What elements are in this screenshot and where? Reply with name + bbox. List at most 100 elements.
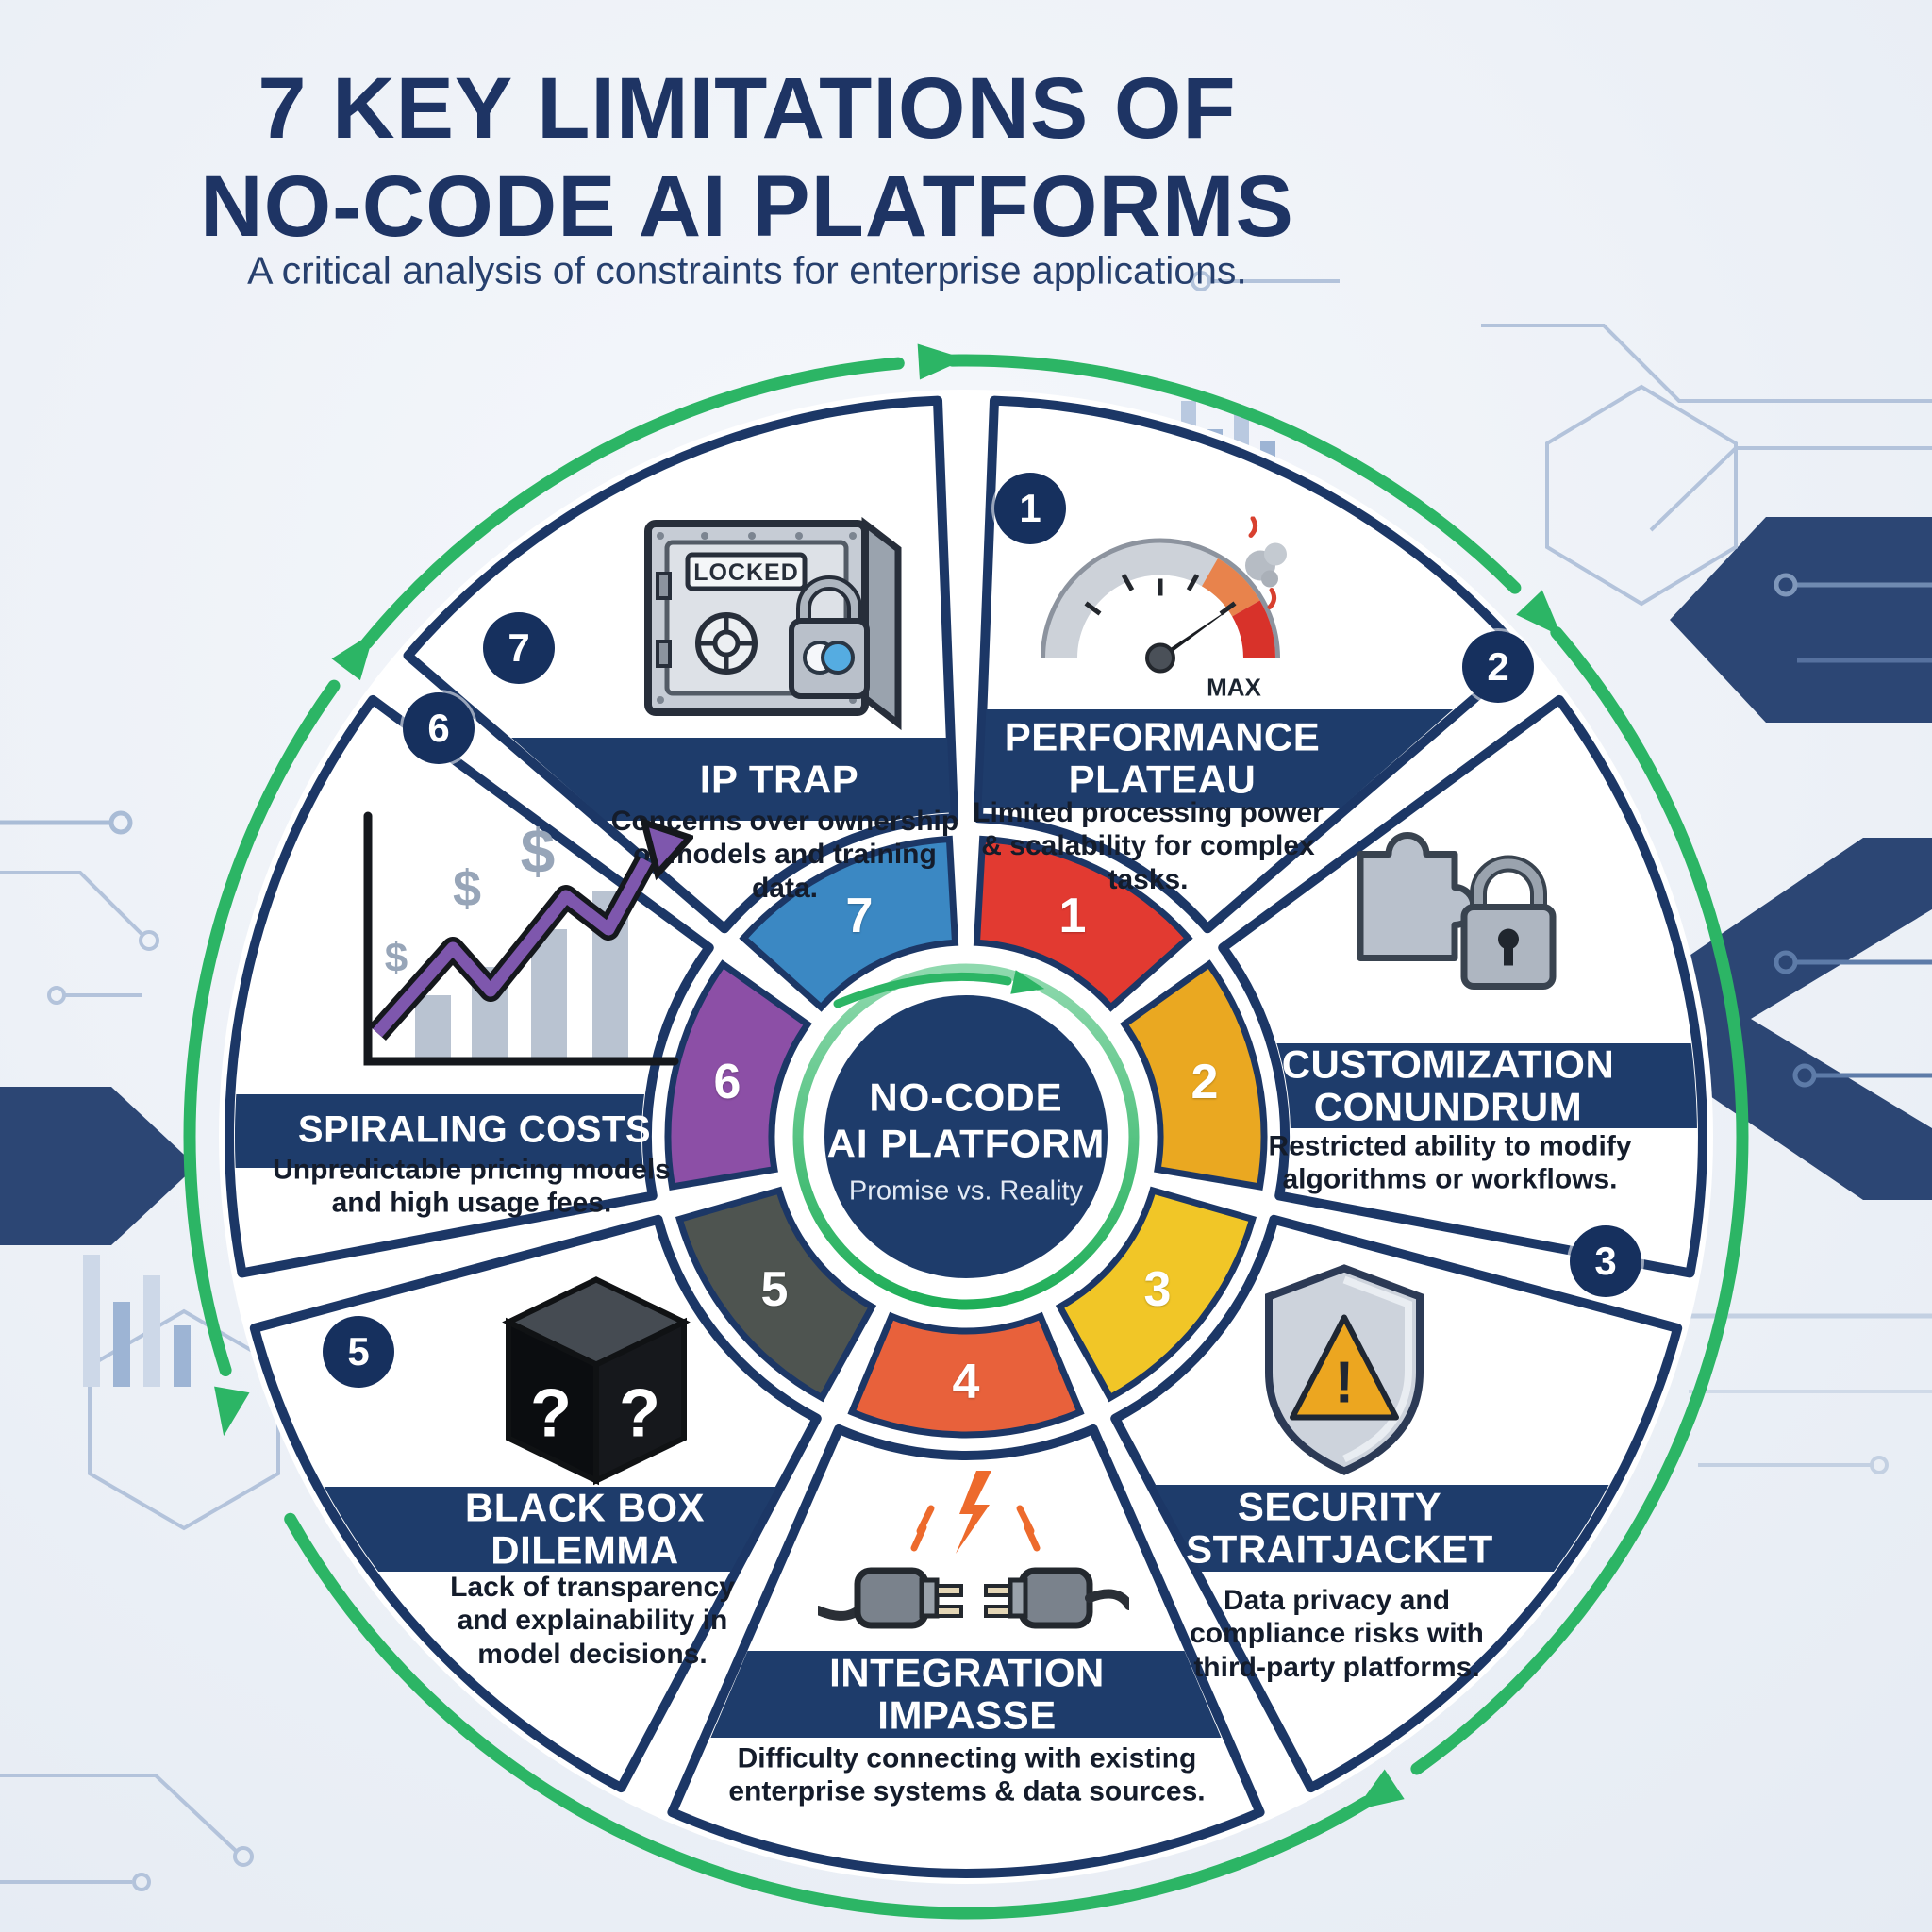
circuit-node <box>233 1846 254 1867</box>
circuit-trace <box>0 1774 238 1853</box>
ring-arc-6 <box>664 959 812 1191</box>
ring-arc-2 <box>1120 959 1268 1191</box>
dollar-sign: $ <box>385 935 408 981</box>
flow-arc <box>946 354 1522 594</box>
navy-arrow-right <box>1596 838 1932 1200</box>
segment-2-badge: 2 <box>1462 631 1534 703</box>
page-title-line1: 7 KEY LIMITATIONS OF <box>258 60 1237 158</box>
ring-arc-5 <box>675 1186 877 1403</box>
segment-1-description: Limited processing power & scalability f… <box>973 796 1324 895</box>
flow-arrowhead <box>331 631 375 681</box>
segment-5-description: Lack of transparency and explainability … <box>450 1571 735 1670</box>
circuit-node <box>1774 573 1798 597</box>
segment-5-title: BLACK BOX DILEMMA <box>464 1485 706 1573</box>
segment-3-title: SECURITY STRAITJACKET <box>1186 1484 1493 1572</box>
ring-arc-3 <box>1055 1186 1257 1403</box>
segment-2-banner <box>1228 1043 1698 1128</box>
warning-exclamation: ! <box>1335 1351 1355 1416</box>
page-title-line2: NO-CODE AI PLATFORMS <box>200 158 1294 255</box>
segment-3-description: Data privacy and compliance risks with t… <box>1190 1584 1484 1683</box>
segment-2-description: Restricted ability to modify algorithms … <box>1268 1130 1632 1195</box>
flow-arrowhead <box>917 343 966 380</box>
wheel-segment-2 <box>1218 694 1707 1278</box>
ring-number-4: 4 <box>952 1355 980 1409</box>
question-mark-left: ? <box>530 1376 572 1452</box>
segment-2-title: CUSTOMIZATION CONUNDRUM <box>1281 1041 1615 1129</box>
segment-6-description: Unpredictable pricing models and high us… <box>273 1154 671 1219</box>
puzzle-lock-icon <box>1323 798 1568 1010</box>
circuit-node <box>139 930 159 951</box>
ring-number-3: 3 <box>1143 1262 1172 1317</box>
ring-number-1: 1 <box>1058 889 1087 943</box>
segment-7-title: IP TRAP <box>699 757 859 802</box>
navy-chevron-left <box>0 1087 196 1245</box>
inner-flow-arrowhead <box>1010 970 1045 994</box>
puzzle-piece <box>1357 832 1477 961</box>
ring-number-7: 7 <box>845 889 874 943</box>
segment-6-title: SPIRALING COSTS <box>297 1108 652 1151</box>
segment-1-title: PERFORMANCE PLATEAU <box>1004 714 1321 802</box>
center-subtitle: Promise vs. Reality <box>848 1175 1084 1207</box>
flow-arc <box>360 357 905 649</box>
inner-flow-arrow <box>833 972 1012 1008</box>
shield-warning-icon: ! <box>1250 1259 1439 1481</box>
warning-triangle <box>1290 1314 1399 1421</box>
plug-left <box>854 1567 929 1629</box>
vault-side <box>861 516 902 731</box>
ring-number-2: 2 <box>1191 1055 1219 1109</box>
vault-locked-label: LOCKED <box>693 559 799 586</box>
mini-bar-chart-bottom-left <box>83 1255 191 1387</box>
segment-6-badge: 6 <box>403 692 475 764</box>
box-right <box>593 1317 687 1486</box>
segment-4-description: Difficulty connecting with existing ente… <box>728 1742 1206 1807</box>
segment-5-badge: 5 <box>323 1316 394 1388</box>
segment-1-badge: 1 <box>994 473 1066 544</box>
page-subtitle: A critical analysis of constraints for e… <box>247 248 1247 292</box>
rising-arrow-head <box>639 817 693 881</box>
segment-3-badge: 3 <box>1570 1225 1641 1297</box>
circuit-trace <box>0 871 143 936</box>
circuit-node <box>132 1873 151 1891</box>
plug-right <box>1018 1567 1093 1629</box>
ring-number-6: 6 <box>713 1055 741 1109</box>
circuit-node <box>108 810 133 835</box>
broken-plug-icon <box>818 1459 1129 1657</box>
segment-4-title: INTEGRATION IMPASSE <box>829 1650 1105 1738</box>
ring-number-5: 5 <box>760 1262 789 1317</box>
rising-arrow-line <box>373 857 652 1038</box>
segment-7-description: Concerns over ownership of models and tr… <box>610 805 959 904</box>
page-title: 7 KEY LIMITATIONS OF NO-CODE AI PLATFORM… <box>200 60 1294 257</box>
circuit-trace <box>1481 324 1932 403</box>
flow-arc <box>183 679 341 1376</box>
center-circle <box>824 995 1108 1278</box>
gauge-max-icon: MAX <box>1028 516 1292 720</box>
rising-costs-chart-icon: $ $ $ <box>325 802 693 1094</box>
ring-arc-4 <box>847 1311 1085 1439</box>
chart-axes <box>363 811 679 1066</box>
center-title: NO-CODE AI PLATFORM <box>815 1074 1117 1166</box>
center-title-line1: NO-CODE <box>869 1074 1063 1120</box>
segment-4-banner <box>680 1651 1252 1738</box>
flow-arc <box>1410 626 1749 1775</box>
center-title-line2: AI PLATFORM <box>826 1121 1106 1165</box>
gauge-needle <box>1157 603 1238 664</box>
flow-arrowhead <box>214 1386 250 1437</box>
black-box-icon: ? ? <box>488 1269 705 1491</box>
flow-arrowhead <box>1355 1769 1405 1810</box>
segment-7-badge: 7 <box>483 612 555 684</box>
locked-vault-icon: LOCKED <box>629 500 922 736</box>
hexagon-outline <box>1545 384 1738 607</box>
question-mark-right: ? <box>619 1376 660 1452</box>
brain-right <box>821 641 855 675</box>
gauge-ticks <box>1084 574 1237 616</box>
dollar-sign: $ <box>521 816 556 886</box>
dollar-sign: $ <box>453 860 481 917</box>
flow-arc <box>284 1512 1373 1920</box>
ring-arc-1 <box>973 835 1193 1012</box>
hexagon-outline <box>88 1308 280 1531</box>
flow-arrowhead <box>1516 590 1562 637</box>
gauge-max-label: MAX <box>1207 674 1261 702</box>
segment-6-banner <box>234 1094 704 1168</box>
ring-arc-7 <box>739 835 959 1012</box>
